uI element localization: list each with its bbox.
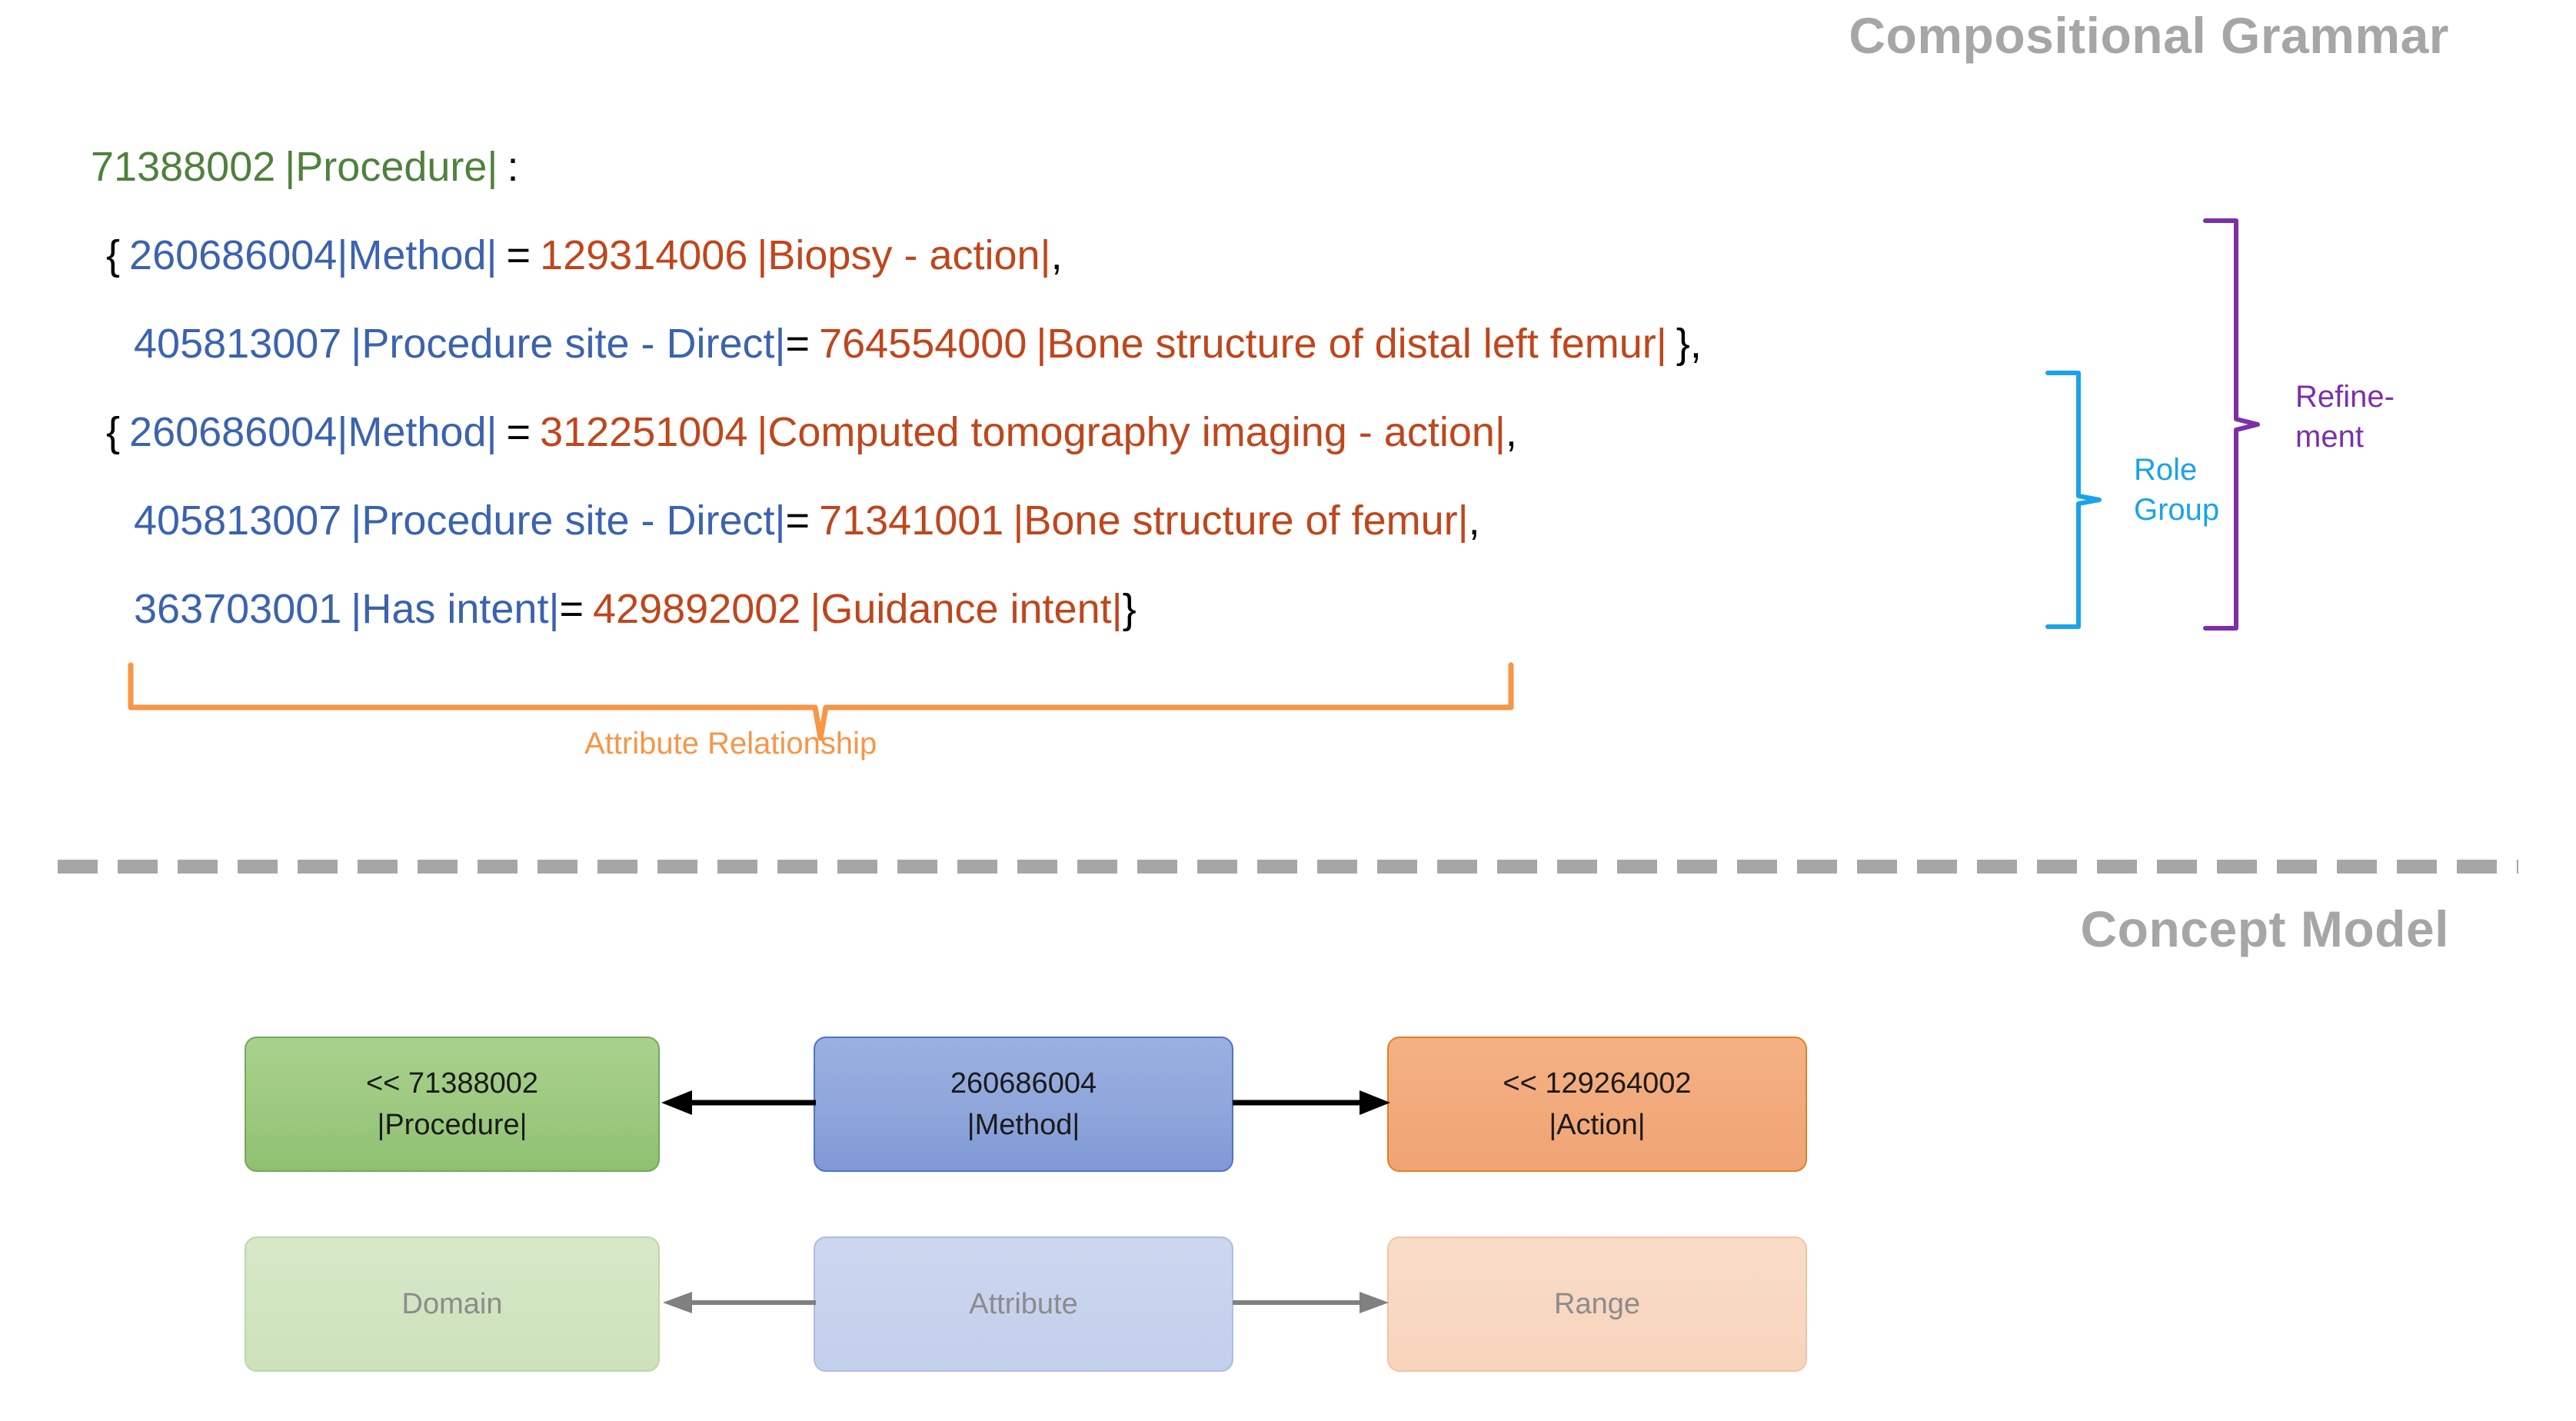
open-brace-1: { bbox=[106, 232, 121, 278]
value-term-biopsy: |Biopsy - action| bbox=[757, 232, 1051, 278]
concept-box-domain-line1: << 71388002 bbox=[365, 1067, 538, 1100]
concept-box-domain-line2: |Procedure| bbox=[377, 1109, 528, 1141]
value-id-distal-femur: 764554000 bbox=[819, 321, 1027, 367]
arrow-generic-attribute-to-range bbox=[1233, 1292, 1389, 1313]
value-term-ct-imaging: |Computed tomography imaging - action| bbox=[757, 409, 1506, 455]
concept-box-generic-attribute-label: Attribute bbox=[969, 1288, 1078, 1320]
arrow-attribute-to-domain bbox=[661, 1090, 816, 1115]
equals-1: = bbox=[506, 232, 531, 278]
concept-box-attribute-line1: 260686004 bbox=[950, 1067, 1097, 1100]
expression-line-4: {260686004|Method|=312251004|Computed to… bbox=[91, 388, 1702, 477]
concept-box-generic-range-label: Range bbox=[1554, 1288, 1640, 1320]
focus-concept-term: |Procedure| bbox=[285, 144, 498, 190]
close-brace-1: }, bbox=[1676, 321, 1702, 367]
open-brace-2: { bbox=[106, 409, 121, 455]
concept-box-generic-domain[interactable]: Domain bbox=[245, 1236, 660, 1372]
attribute-id-method-2: 260686004 bbox=[129, 409, 338, 455]
value-id-biopsy: 129314006 bbox=[540, 232, 748, 278]
concept-box-attribute-method[interactable]: 260686004 |Method| bbox=[814, 1037, 1233, 1172]
equals-2: = bbox=[785, 321, 810, 367]
refinement-label-line1: Refine- bbox=[2295, 380, 2395, 414]
concept-box-range-line2: |Action| bbox=[1549, 1109, 1646, 1141]
value-id-guidance: 429892002 bbox=[593, 586, 801, 632]
focus-colon: : bbox=[507, 144, 519, 190]
equals-5: = bbox=[559, 586, 584, 632]
concept-box-generic-domain-label: Domain bbox=[401, 1288, 503, 1320]
role-group-bracket bbox=[2045, 371, 2102, 629]
compositional-grammar-expression: 71388002|Procedure|: {260686004|Method|=… bbox=[91, 123, 1702, 654]
arrow-attribute-to-range bbox=[1233, 1090, 1390, 1115]
concept-box-attribute-line2: |Method| bbox=[967, 1109, 1080, 1141]
comma-2: , bbox=[1505, 409, 1517, 455]
expression-line-3: 405813007|Procedure site - Direct|=76455… bbox=[91, 300, 1702, 388]
equals-4: = bbox=[785, 498, 810, 544]
expression-line-focus: 71388002|Procedure|: bbox=[91, 123, 1702, 211]
concept-box-generic-attribute[interactable]: Attribute bbox=[814, 1236, 1233, 1372]
close-brace-2: } bbox=[1122, 586, 1137, 632]
arrow-generic-attribute-to-domain bbox=[663, 1292, 816, 1313]
expression-line-2: {260686004|Method|=129314006|Biopsy - ac… bbox=[91, 211, 1702, 300]
refinement-label-line2: ment bbox=[2295, 420, 2364, 454]
expression-line-5: 405813007|Procedure site - Direct|=71341… bbox=[91, 477, 1702, 565]
comma-3: , bbox=[1468, 498, 1480, 544]
attribute-term-method-2: |Method| bbox=[337, 409, 498, 455]
concept-box-range-action[interactable]: << 129264002 |Action| bbox=[1387, 1037, 1807, 1172]
concept-box-domain-procedure[interactable]: << 71388002 |Procedure| bbox=[245, 1037, 660, 1172]
refinement-label: Refine- ment bbox=[2295, 377, 2395, 457]
attribute-term-intent: |Has intent| bbox=[351, 586, 560, 632]
attribute-term-site-1: |Procedure site - Direct| bbox=[351, 321, 786, 367]
attribute-id-site-1: 405813007 bbox=[134, 321, 342, 367]
role-group-label: Role Group bbox=[2134, 450, 2219, 530]
compositional-grammar-title: Compositional Grammar bbox=[1849, 7, 2449, 64]
value-id-femur: 71341001 bbox=[819, 498, 1004, 544]
refinement-bracket bbox=[2203, 218, 2260, 631]
focus-concept-id: 71388002 bbox=[91, 144, 276, 190]
concept-box-generic-range[interactable]: Range bbox=[1387, 1236, 1807, 1372]
expression-line-6: 363703001|Has intent|=429892002|Guidance… bbox=[91, 565, 1702, 654]
attribute-id-method-1: 260686004 bbox=[129, 232, 338, 278]
value-term-distal-femur: |Bone structure of distal left femur| bbox=[1036, 321, 1667, 367]
attribute-id-intent: 363703001 bbox=[134, 586, 342, 632]
section-divider bbox=[58, 860, 2518, 874]
concept-model-title: Concept Model bbox=[2080, 900, 2449, 957]
attribute-id-site-2: 405813007 bbox=[134, 498, 342, 544]
attribute-relationship-label: Attribute Relationship bbox=[584, 727, 877, 760]
concept-box-range-line1: << 129264002 bbox=[1503, 1067, 1692, 1100]
attribute-term-site-2: |Procedure site - Direct| bbox=[351, 498, 786, 544]
equals-3: = bbox=[506, 409, 531, 455]
role-group-label-line1: Role bbox=[2134, 453, 2198, 487]
value-term-femur: |Bone structure of femur| bbox=[1013, 498, 1469, 544]
comma-1: , bbox=[1050, 232, 1063, 278]
attribute-relationship-bracket bbox=[128, 662, 1514, 741]
value-id-ct-imaging: 312251004 bbox=[540, 409, 748, 455]
value-term-guidance: |Guidance intent| bbox=[810, 586, 1123, 632]
role-group-label-line2: Group bbox=[2134, 493, 2220, 527]
attribute-term-method-1: |Method| bbox=[337, 232, 498, 278]
